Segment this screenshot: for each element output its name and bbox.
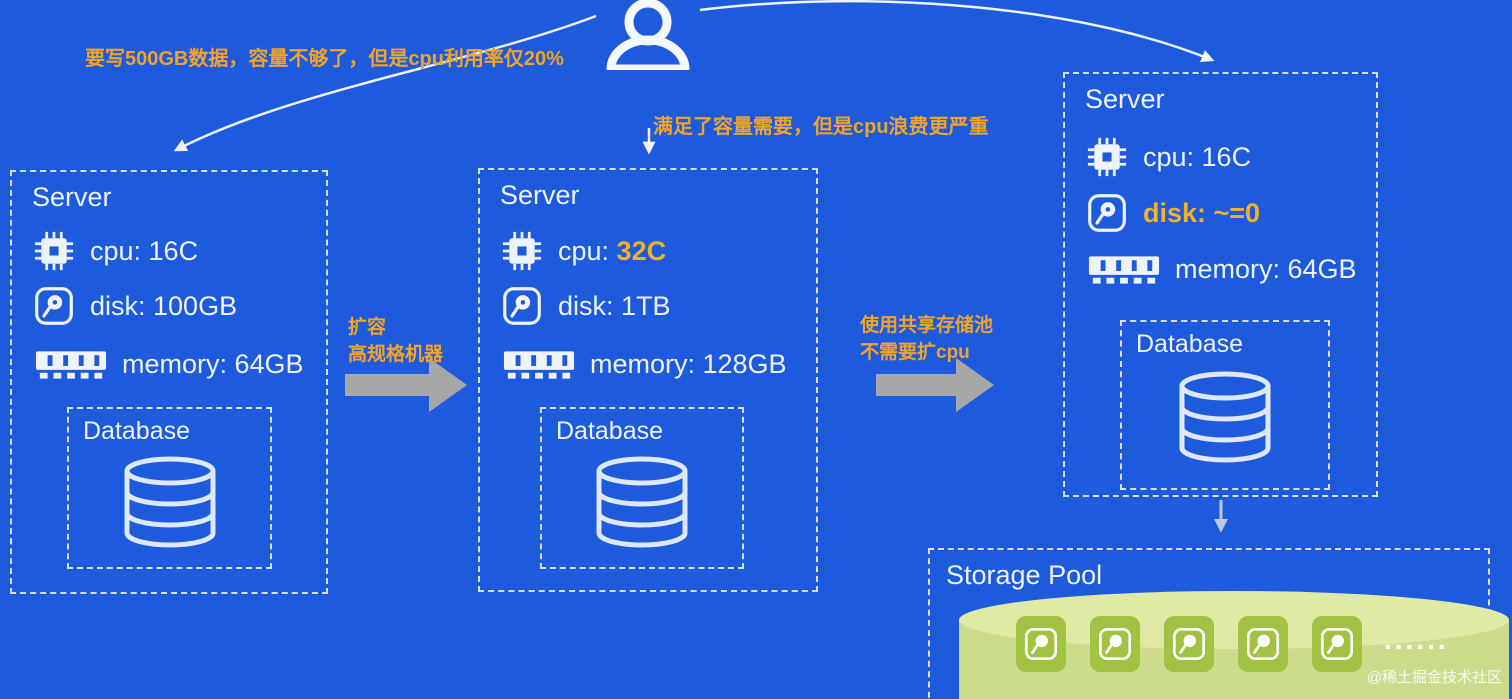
disk-spec-text: disk: ~=0 xyxy=(1143,198,1260,229)
pool-disk-tile xyxy=(1016,616,1066,672)
spec-prefix: cpu: 16C xyxy=(90,235,199,266)
cpu-icon xyxy=(1087,137,1127,177)
spec-prefix: cpu: 16C xyxy=(1143,141,1252,172)
database-title: Database xyxy=(1136,330,1244,358)
pool-disk-tile xyxy=(1164,616,1214,672)
server-title: Server xyxy=(1085,84,1165,114)
server-title: Server xyxy=(500,180,580,210)
scale-up-label-line2: 高规格机器 xyxy=(348,344,444,365)
memory-spec-text: memory: 64GB xyxy=(122,348,304,379)
memory-spec-text: memory: 64GB xyxy=(1175,253,1357,284)
shared-pool-label-line2: 不需要扩cpu xyxy=(860,342,970,363)
cpu-spec-row: cpu: 32C xyxy=(502,228,666,274)
cpu-spec-row: cpu: 16C xyxy=(1087,134,1251,180)
cpu-icon xyxy=(34,231,74,271)
disk-icon xyxy=(1098,627,1132,661)
pool-disk-tile xyxy=(1312,616,1362,672)
server-box-left: Server cpu: 16C disk: 100GB memory: 64GB… xyxy=(10,170,328,594)
cpu-spec-text: cpu: 16C xyxy=(1143,142,1251,173)
database-icon xyxy=(120,455,220,551)
scale-up-label: 扩容 高规格机器 xyxy=(348,314,443,368)
disk-spec-row: disk: 100GB xyxy=(34,283,237,329)
database-box: Database xyxy=(540,407,744,569)
storage-pool-title: Storage Pool xyxy=(946,560,1103,590)
server-title: Server xyxy=(32,182,112,212)
disk-icon xyxy=(1246,627,1280,661)
cpu-spec-row: cpu: 16C xyxy=(34,228,198,274)
storage-pool-box: Storage Pool xyxy=(928,548,1490,699)
disk-icon xyxy=(1024,627,1058,661)
pool-ellipsis: ...... xyxy=(1384,624,1449,655)
disk-spec-text: disk: 1TB xyxy=(558,291,671,322)
arrow-user-to-left-server xyxy=(173,14,597,152)
cpu-icon xyxy=(502,231,542,271)
disk-spec-row: disk: ~=0 xyxy=(1087,190,1260,236)
database-box: Database xyxy=(67,407,272,569)
spec-value: 32C xyxy=(616,235,667,266)
database-title: Database xyxy=(83,417,191,445)
cpu-spec-text: cpu: 16C xyxy=(90,236,198,267)
disk-icon xyxy=(34,286,74,326)
database-icon xyxy=(1175,368,1275,468)
database-box: Database xyxy=(1120,320,1330,490)
spec-value: disk: ~=0 xyxy=(1143,197,1261,228)
annotation-waste-problem: 满足了容量需要，但是cpu浪费更严重 xyxy=(653,116,989,138)
memory-spec-row: memory: 128GB xyxy=(502,341,787,387)
disk-icon xyxy=(1087,193,1127,233)
user-icon xyxy=(606,0,690,70)
database-icon xyxy=(592,455,692,551)
spec-prefix: disk: 1TB xyxy=(558,290,671,321)
spec-prefix: disk: 100GB xyxy=(90,290,238,321)
pool-disk-tile xyxy=(1238,616,1288,672)
spec-prefix: cpu: xyxy=(558,235,617,266)
disk-icon xyxy=(502,286,542,326)
memory-icon xyxy=(1087,248,1161,290)
cpu-spec-text: cpu: 32C xyxy=(558,236,666,267)
memory-spec-row: memory: 64GB xyxy=(1087,246,1357,292)
disk-icon xyxy=(1172,627,1206,661)
memory-spec-row: memory: 64GB xyxy=(34,341,304,387)
server-box-right: Server cpu: 16C disk: ~=0 memory: 64GB D… xyxy=(1063,72,1378,497)
disk-spec-text: disk: 100GB xyxy=(90,291,237,322)
disk-spec-row: disk: 1TB xyxy=(502,283,671,329)
scale-up-label-line1: 扩容 xyxy=(348,317,387,338)
shared-pool-label: 使用共享存储池 不需要扩cpu xyxy=(860,312,993,366)
pool-disk-tile xyxy=(1090,616,1140,672)
memory-icon xyxy=(502,343,576,385)
annotation-capacity-problem: 要写500GB数据，容量不够了，但是cpu利用率仅20% xyxy=(85,48,564,70)
database-title: Database xyxy=(556,417,664,445)
memory-icon xyxy=(34,343,108,385)
watermark: @稀土掘金技术社区 xyxy=(1366,669,1502,686)
shared-pool-label-line1: 使用共享存储池 xyxy=(860,315,994,336)
arrow-user-to-right-server xyxy=(699,0,1215,63)
server-box-middle: Server cpu: 32C disk: 1TB memory: 128GB … xyxy=(478,168,818,592)
shared-pool-arrow xyxy=(876,358,994,412)
disk-icon xyxy=(1320,627,1354,661)
memory-spec-text: memory: 128GB xyxy=(590,348,787,379)
